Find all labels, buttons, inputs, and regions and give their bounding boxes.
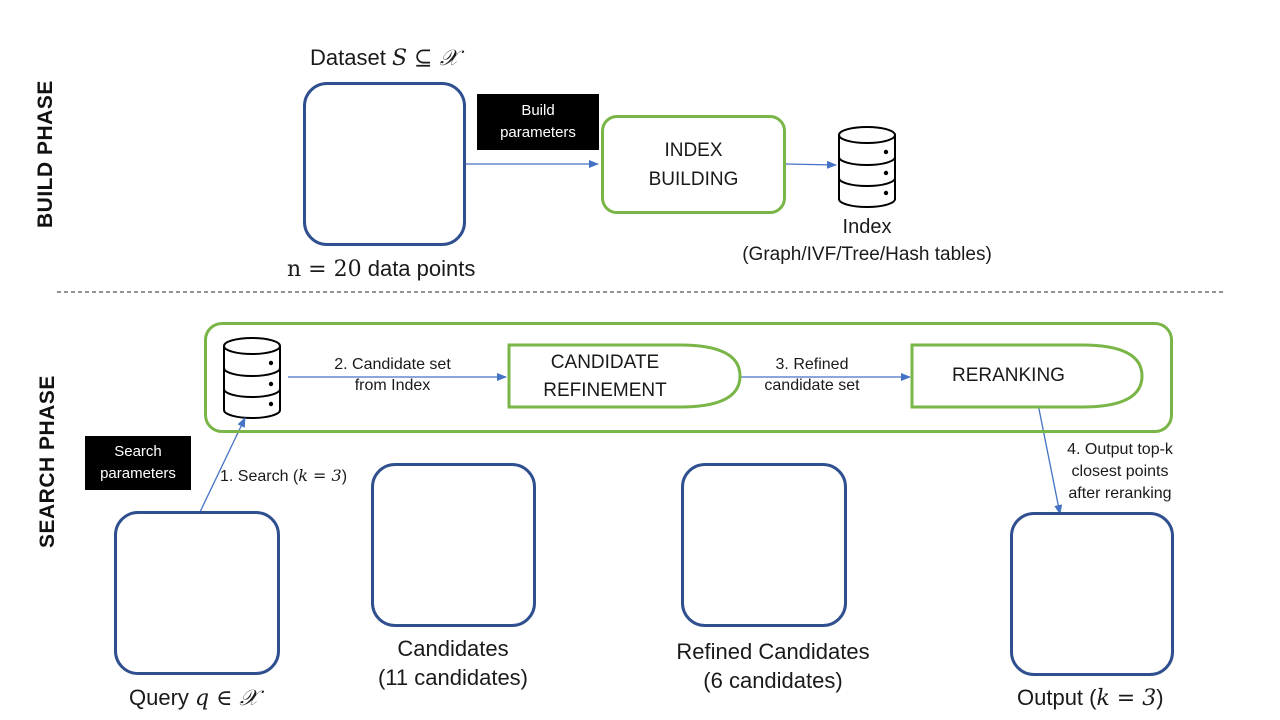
output-label-math: k = 3 — [1096, 686, 1157, 711]
index-database-icon — [838, 126, 896, 208]
dataset-title-math: S ⊆ 𝒳 — [391, 46, 459, 71]
search-parameters-line1: Search — [114, 443, 162, 460]
step3-label: 3. Refined candidate set — [737, 354, 887, 396]
search-index-database-icon — [223, 337, 281, 419]
step2-line1: 2. Candidate set — [334, 356, 451, 373]
output-label-close: ) — [1156, 685, 1164, 710]
refined-line2: (6 candidates) — [703, 668, 843, 693]
dataset-size-math: n = 20 — [287, 257, 362, 282]
build-parameters-box: Build parameters — [477, 94, 599, 150]
step1-math: k = 3 — [298, 466, 342, 485]
step4-line3: after reranking — [1068, 485, 1172, 502]
build-phase-label: BUILD PHASE — [34, 80, 57, 228]
index-building-line1: INDEX — [664, 139, 723, 161]
candidates-label: Candidates (11 candidates) — [343, 634, 563, 692]
dataset-title: Dataset S ⊆ 𝒳 — [310, 45, 458, 71]
build-parameters-line1: Build — [521, 102, 555, 119]
candidates-line1: Candidates — [397, 636, 509, 661]
output-label-text: Output ( — [1017, 685, 1097, 710]
step2-label: 2. Candidate set from Index — [310, 354, 475, 396]
dataset-size-text: data points — [367, 256, 476, 281]
arrow-reranking-to-output — [1037, 403, 1063, 515]
search-pipeline-container — [204, 322, 1173, 433]
search-parameters-box: Search parameters — [85, 436, 191, 490]
candidate-refinement-line2: REFINEMENT — [543, 380, 667, 401]
reranking-shape — [910, 343, 1144, 409]
query-label-text: Query — [129, 685, 189, 710]
refined-candidates-label: Refined Candidates (6 candidates) — [658, 637, 888, 695]
refined-candidates-box — [681, 463, 847, 627]
arrow-index-building-to-index — [785, 160, 837, 169]
dataset-title-text: Dataset — [310, 45, 386, 70]
build-parameters-line2: parameters — [500, 124, 576, 141]
step4-line1: 4. Output top-k — [1067, 441, 1173, 458]
step3-line2: candidate set — [764, 377, 860, 394]
dataset-size-label: n = 20 data points — [287, 256, 475, 282]
index-subtitle: (Graph/IVF/Tree/Hash tables) — [742, 244, 992, 265]
query-box — [114, 511, 280, 675]
candidate-refinement-line1: CANDIDATE — [550, 352, 660, 373]
step4-label: 4. Output top-k closest points after rer… — [1049, 439, 1191, 505]
index-building-box: INDEX BUILDING — [601, 115, 786, 214]
candidate-refinement-label: CANDIDATE REFINEMENT — [515, 349, 695, 405]
index-building-line2: BUILDING — [648, 168, 739, 190]
step4-line2: closest points — [1071, 463, 1169, 480]
dataset-box — [303, 82, 466, 246]
search-phase-label: SEARCH PHASE — [36, 375, 59, 548]
arrow-query-to-index — [199, 417, 246, 513]
index-label: Index — [842, 216, 892, 238]
candidates-box — [371, 463, 536, 627]
step1-text: 1. Search ( — [220, 468, 299, 485]
query-label: Query q ∈ 𝒳 — [129, 685, 258, 711]
output-label: Output (k = 3) — [1017, 685, 1164, 711]
step2-line2: from Index — [354, 377, 431, 394]
output-box — [1010, 512, 1174, 676]
step1-close: ) — [341, 468, 348, 485]
refined-line1: Refined Candidates — [676, 639, 870, 664]
candidates-line2: (11 candidates) — [377, 665, 528, 690]
step3-line1: 3. Refined — [775, 356, 849, 373]
search-parameters-line2: parameters — [100, 465, 176, 482]
step1-label: 1. Search (k = 3) — [220, 466, 347, 486]
candidate-refinement-shape — [507, 343, 742, 409]
query-label-math: q ∈ 𝒳 — [195, 686, 259, 711]
reranking-label: RERANKING — [952, 365, 1065, 386]
